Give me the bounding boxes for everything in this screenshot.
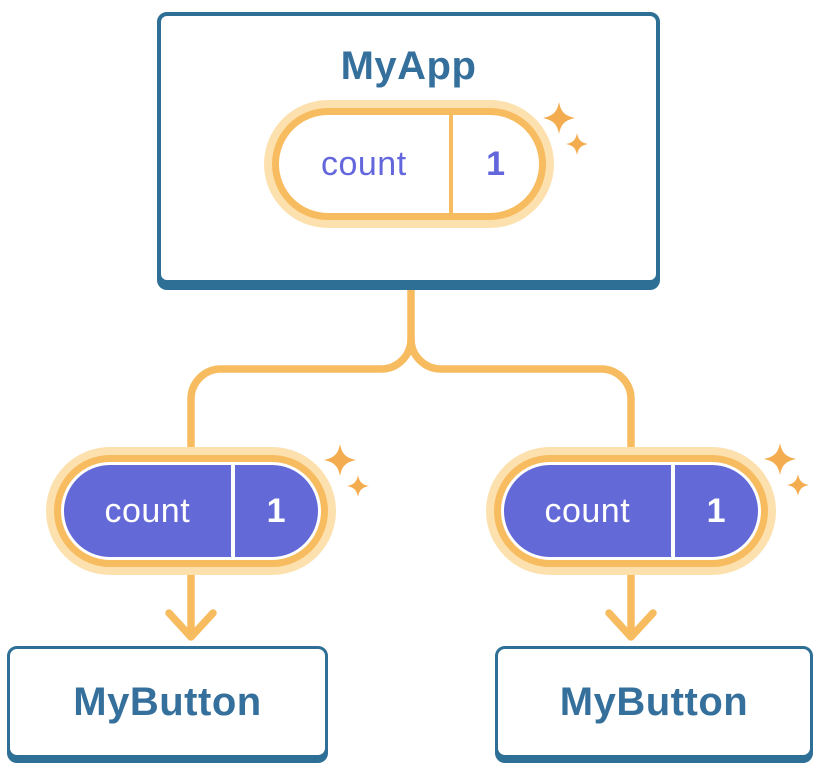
state-pill-body: count 1	[54, 455, 328, 567]
arrow-head	[165, 609, 217, 641]
state-pill-body: count 1	[494, 455, 768, 567]
state-pill: count 1	[46, 447, 336, 575]
component-title: MyApp	[340, 44, 477, 88]
state-pill-body: count 1	[271, 108, 546, 220]
sparkle-icon	[543, 102, 588, 155]
arrow-head	[605, 609, 657, 641]
state-name: count	[64, 465, 231, 557]
state-value: 1	[674, 465, 758, 557]
component-title: MyButton	[73, 679, 262, 724]
state-name: count	[504, 465, 671, 557]
branch-line-right	[407, 335, 635, 452]
state-value: 1	[449, 115, 538, 213]
sparkle-icon	[764, 443, 809, 496]
sparkle-icon	[324, 444, 369, 497]
state-pill: count 1	[486, 447, 776, 575]
state-name: count	[320, 144, 407, 183]
component-card-child: MyButton	[495, 646, 813, 758]
state-value: 1	[234, 465, 318, 557]
component-card-child: MyButton	[7, 646, 328, 758]
branch-line-left	[187, 283, 415, 452]
state-pill: count 1	[263, 100, 554, 228]
component-title: MyButton	[559, 679, 749, 724]
